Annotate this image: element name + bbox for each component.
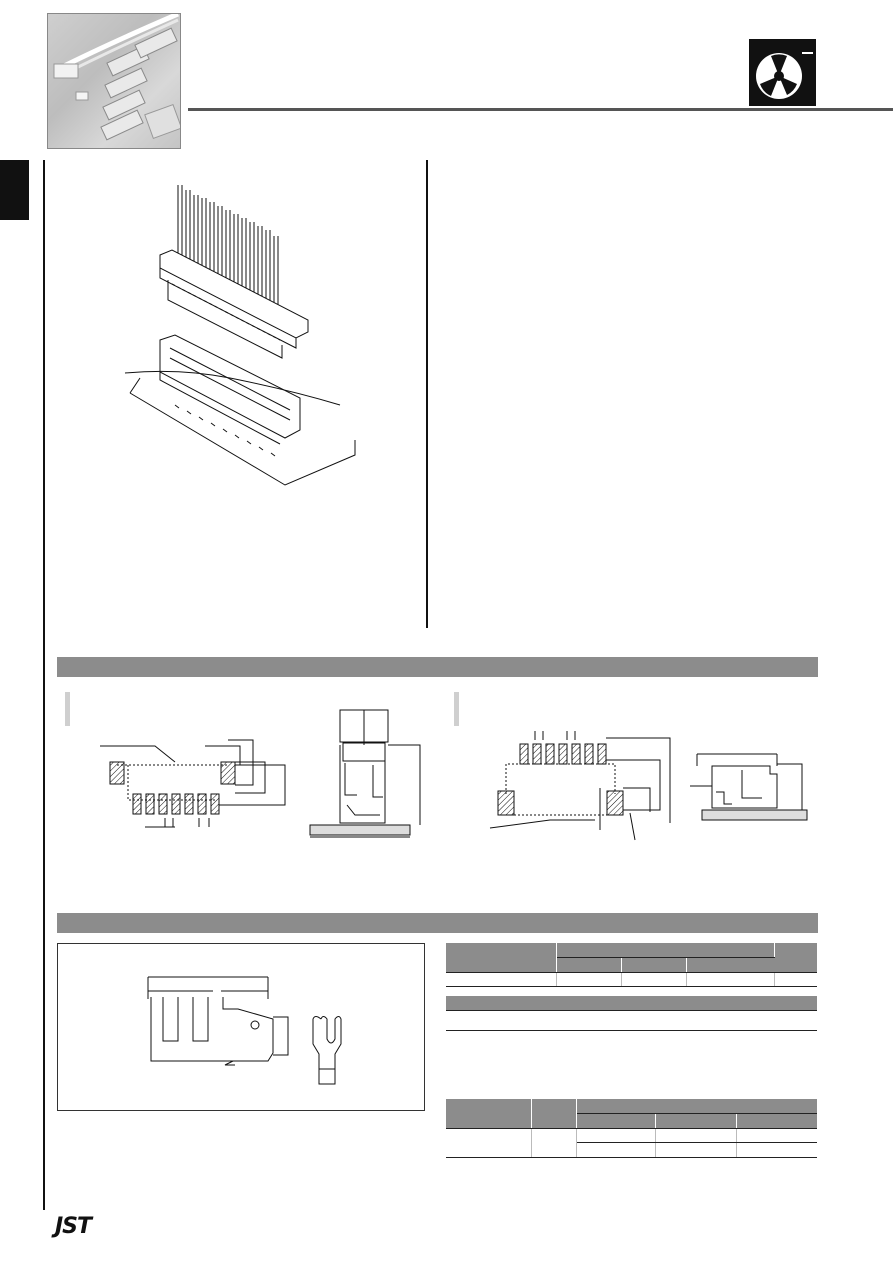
subsection-marker-left	[65, 692, 70, 726]
connector-product-photo	[53, 14, 180, 141]
pcb-layout-side-entry	[489, 731, 671, 841]
jst-logo: JST	[55, 1214, 92, 1239]
spec-table-1	[446, 943, 817, 987]
connector-illustration	[124, 185, 356, 486]
section-tab	[0, 160, 29, 220]
tape-reel-icon	[749, 39, 816, 106]
product-photo	[47, 13, 181, 149]
terminal-drawing-box	[57, 943, 425, 1111]
profile-side-entry	[690, 753, 808, 821]
column-divider	[426, 160, 428, 628]
subsection-marker-right	[454, 692, 459, 726]
pcb-layout-top-entry	[100, 739, 286, 828]
spec-table-2	[446, 996, 817, 1031]
section-bar-terminal	[57, 913, 818, 933]
section-bar-pcb-layout	[57, 657, 818, 677]
header-rule	[188, 108, 893, 111]
profile-top-entry	[309, 709, 421, 838]
left-margin-rule	[43, 160, 45, 1210]
terminal-contact-drawing	[147, 976, 342, 1085]
spec-table-3	[446, 1099, 817, 1158]
